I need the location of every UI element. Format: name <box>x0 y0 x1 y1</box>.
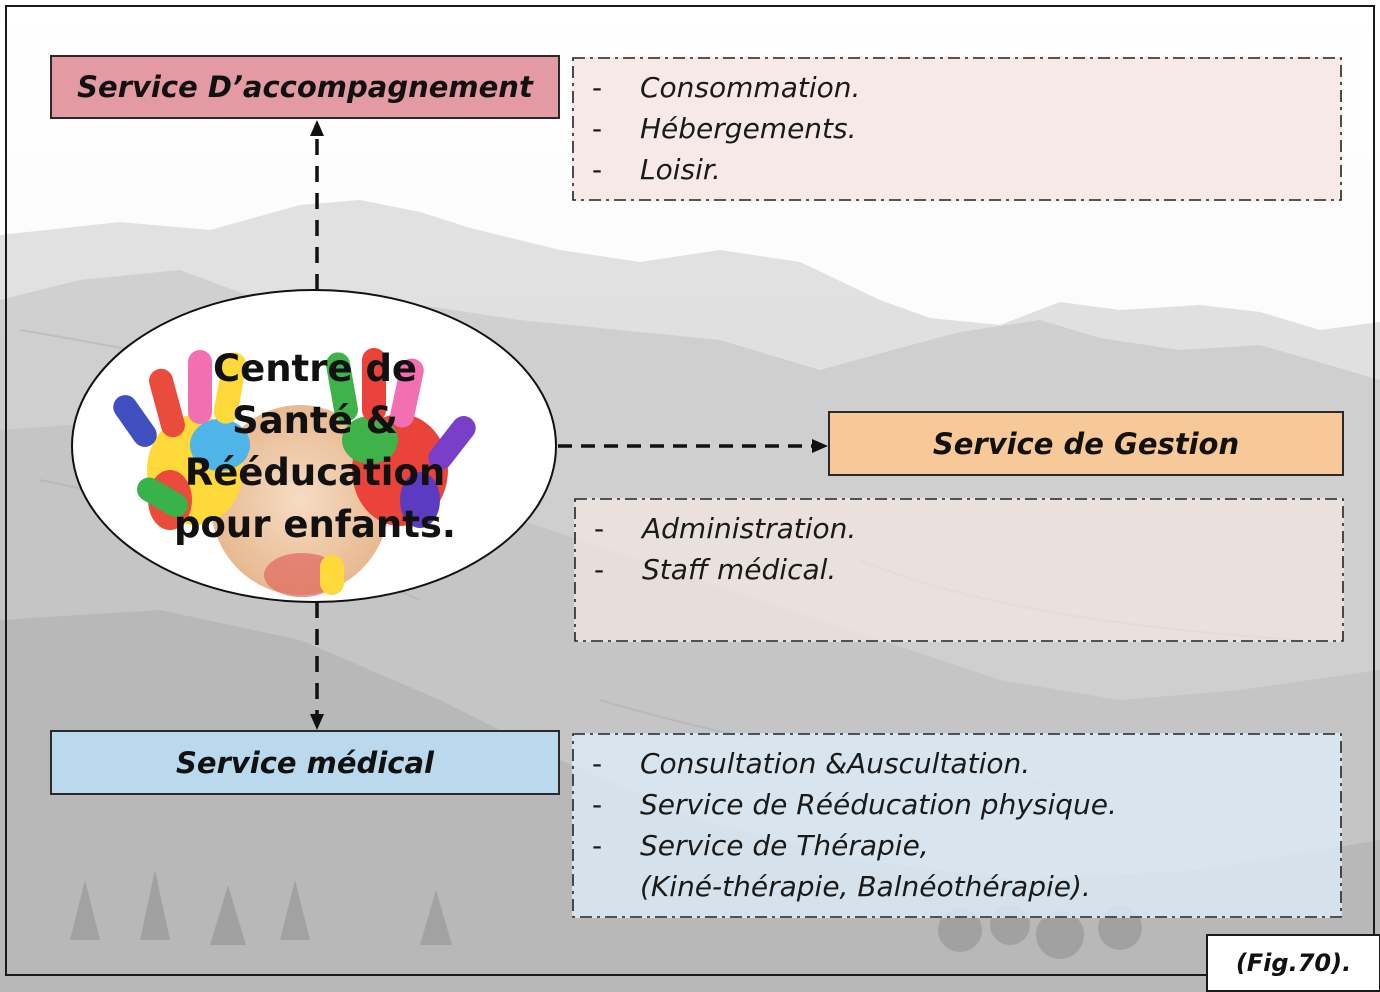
list-item-text: Administration. <box>642 512 857 545</box>
bullet-dash: - <box>594 512 605 545</box>
gestion-details-box: - Administration. - Staff médical. <box>574 498 1344 642</box>
service-medical-title: Service médical <box>176 745 434 780</box>
connector-to-accompagnement <box>310 120 324 290</box>
connector-to-medical <box>310 602 324 730</box>
service-gestion-title: Service de Gestion <box>932 426 1240 461</box>
list-item-text: Loisir. <box>640 153 721 186</box>
list-item: - Administration. <box>574 508 1344 549</box>
center-ellipse <box>71 289 557 603</box>
figure-label: (Fig.70). <box>1206 934 1380 992</box>
center-title-line: pour enfants. <box>174 503 456 546</box>
gestion-details-list: - Administration. - Staff médical. <box>574 498 1344 590</box>
medical-details-box: - Consultation &Auscultation. - Service de… <box>572 733 1342 918</box>
service-accompagnement-box: Service D’accompagnement <box>50 55 560 119</box>
list-item-text: (Kiné-thérapie, Balnéothérapie). <box>640 870 1091 903</box>
center-title-line: Santé & <box>232 399 398 442</box>
child-painted-hands-illustration <box>113 348 476 597</box>
list-item: - Loisir. <box>572 149 1342 190</box>
list-item-text: Hébergements. <box>640 112 857 145</box>
service-medical-box: Service médical <box>50 730 560 795</box>
list-item: - Service de Thérapie, <box>572 825 1342 866</box>
list-item: - Hébergements. <box>572 108 1342 149</box>
bullet-dash: - <box>592 71 603 104</box>
bullet-dash: - <box>592 747 603 780</box>
service-gestion-box: Service de Gestion <box>828 411 1344 476</box>
list-item-text: Service de Thérapie, <box>640 829 929 862</box>
service-accompagnement-title: Service D’accompagnement <box>77 70 533 104</box>
list-item: - Consultation &Auscultation. <box>572 743 1342 784</box>
list-item: - Staff médical. <box>574 549 1344 590</box>
list-item-text: Service de Rééducation physique. <box>640 788 1117 821</box>
center-title: Centre de Santé & Rééducation pour enfan… <box>150 343 480 551</box>
accompagnement-details-box: - Consommation. - Hébergements. - Loisir. <box>572 57 1342 201</box>
center-title-line: Centre de <box>212 347 418 390</box>
accompagnement-details-list: - Consommation. - Hébergements. - Loisir. <box>572 57 1342 190</box>
medical-details-list: - Consultation &Auscultation. - Service de… <box>572 733 1342 907</box>
center-title-line: Rééducation <box>184 451 446 494</box>
bullet-dash: - <box>592 112 603 145</box>
outer-frame <box>5 5 1375 976</box>
list-item-text: Consultation &Auscultation. <box>640 747 1031 780</box>
list-item: (Kiné-thérapie, Balnéothérapie). <box>572 866 1342 907</box>
connector-to-gestion <box>558 439 828 453</box>
list-item: - Consommation. <box>572 67 1342 108</box>
list-item: - Service de Rééducation physique. <box>572 784 1342 825</box>
bullet-dash: - <box>592 829 603 862</box>
bullet-dash: - <box>594 553 605 586</box>
bullet-dash: - <box>592 153 603 186</box>
bullet-dash: - <box>592 788 603 821</box>
list-item-text: Consommation. <box>640 71 861 104</box>
list-item-text: Staff médical. <box>642 553 837 586</box>
